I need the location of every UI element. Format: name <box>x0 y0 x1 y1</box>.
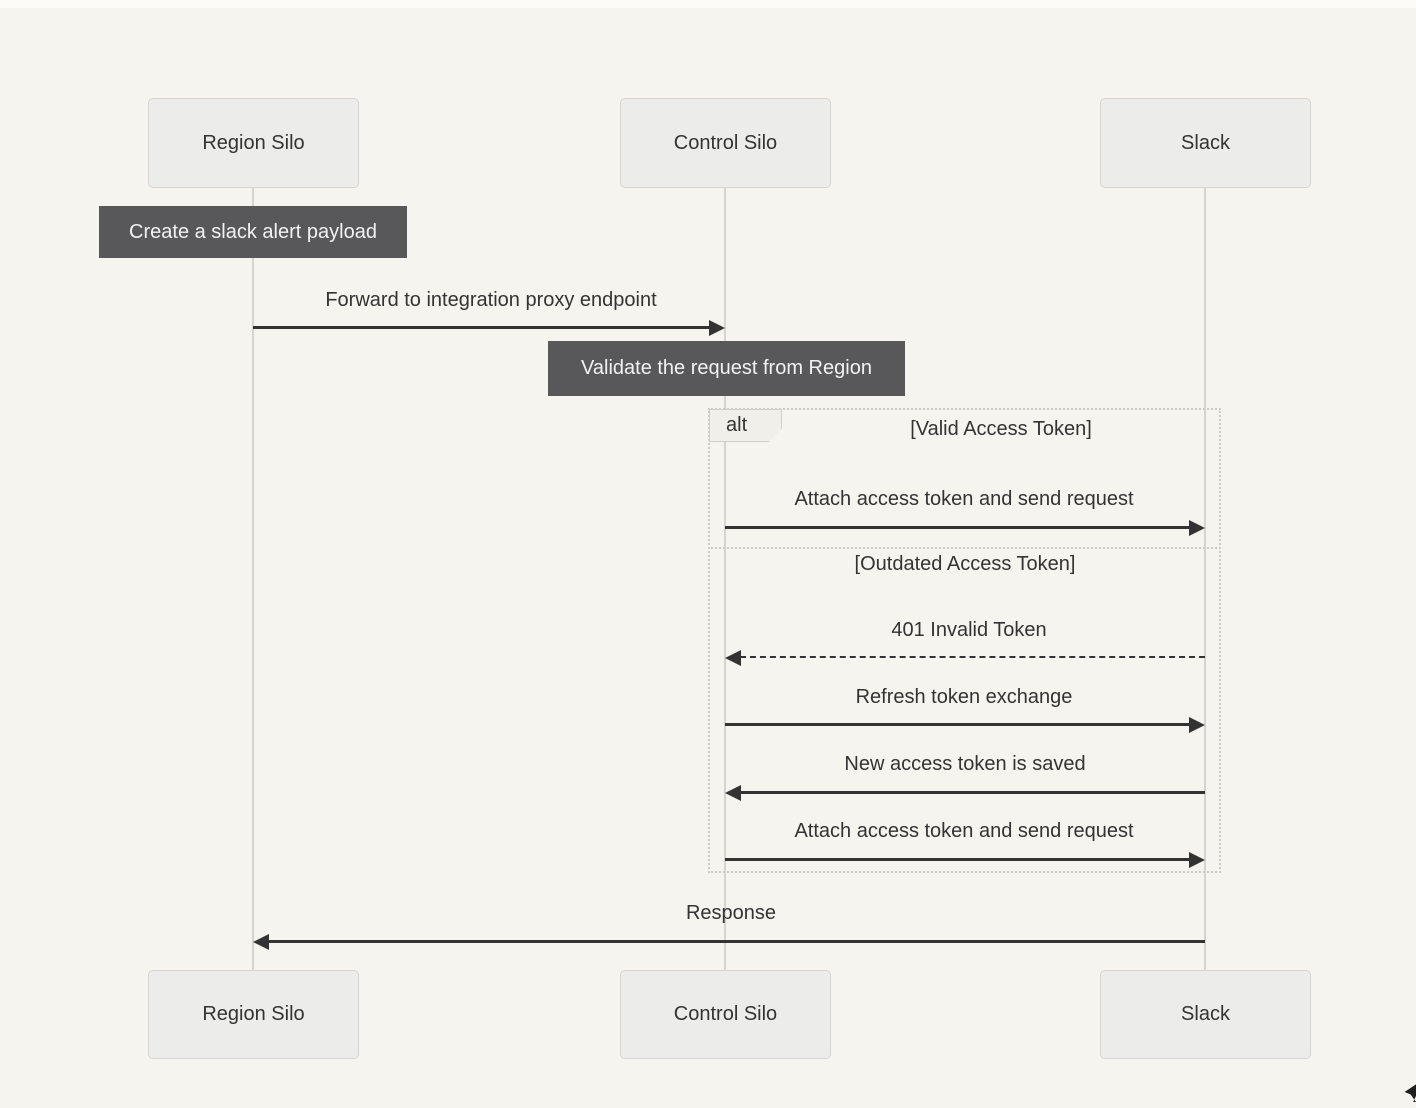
arrowhead-right-icon <box>709 320 725 336</box>
arrowhead-right-icon <box>1189 520 1205 536</box>
actor-label: Control Silo <box>673 131 778 154</box>
message-attach-1-arrow <box>725 526 1191 529</box>
actor-top-control-silo: Control Silo <box>620 98 831 188</box>
note-text: Create a slack alert payload <box>129 220 377 243</box>
arrowhead-right-icon <box>1189 852 1205 868</box>
alt-guard-outdated: [Outdated Access Token] <box>854 553 1076 575</box>
actor-label: Region Silo <box>202 131 305 154</box>
actor-label: Region Silo <box>202 1003 305 1025</box>
message-refresh-arrow <box>725 723 1191 726</box>
message-response-arrow <box>268 940 1205 943</box>
message-token-saved-label: New access token is saved <box>844 753 1086 775</box>
actor-bottom-control-silo: Control Silo <box>620 970 831 1059</box>
actor-label: Control Silo <box>673 1003 778 1025</box>
message-forward-label: Forward to integration proxy endpoint <box>325 289 657 311</box>
arrowhead-right-icon <box>1189 717 1205 733</box>
alt-operator-label: alt <box>709 409 782 442</box>
actor-top-region-silo: Region Silo <box>148 98 359 188</box>
alt-frame <box>708 408 1221 873</box>
lifeline-control-silo <box>724 188 726 970</box>
top-strip <box>0 0 1416 8</box>
note-text: Validate the request from Region <box>581 357 872 379</box>
message-forward-arrow <box>253 326 711 329</box>
note-create-slack-alert-payload: Create a slack alert payload <box>99 206 407 258</box>
note-validate-request: Validate the request from Region <box>548 341 905 396</box>
actor-label: Slack <box>1181 1003 1230 1025</box>
message-attach-2-arrow <box>725 858 1191 861</box>
mouse-cursor-icon <box>1404 1084 1416 1102</box>
message-invalid-token-arrow <box>740 656 1205 658</box>
message-token-saved-arrow <box>740 791 1205 794</box>
actor-bottom-region-silo: Region Silo <box>148 970 359 1059</box>
message-refresh-label: Refresh token exchange <box>855 686 1073 708</box>
alt-section-divider <box>708 547 1221 549</box>
arrowhead-left-icon <box>253 934 269 950</box>
arrowhead-left-icon <box>725 785 741 801</box>
alt-operator-text: alt <box>726 414 748 436</box>
arrowhead-left-icon <box>725 650 741 666</box>
message-attach-2-label: Attach access token and send request <box>794 820 1134 842</box>
message-response-label: Response <box>685 902 777 924</box>
alt-guard-valid: [Valid Access Token] <box>910 418 1092 440</box>
message-invalid-token-label: 401 Invalid Token <box>891 619 1047 641</box>
actor-top-slack: Slack <box>1100 98 1311 188</box>
lifeline-region-silo <box>252 188 254 970</box>
lifeline-slack <box>1204 188 1206 970</box>
actor-bottom-slack: Slack <box>1100 970 1311 1059</box>
actor-label: Slack <box>1181 131 1230 154</box>
message-attach-1-label: Attach access token and send request <box>794 488 1134 510</box>
